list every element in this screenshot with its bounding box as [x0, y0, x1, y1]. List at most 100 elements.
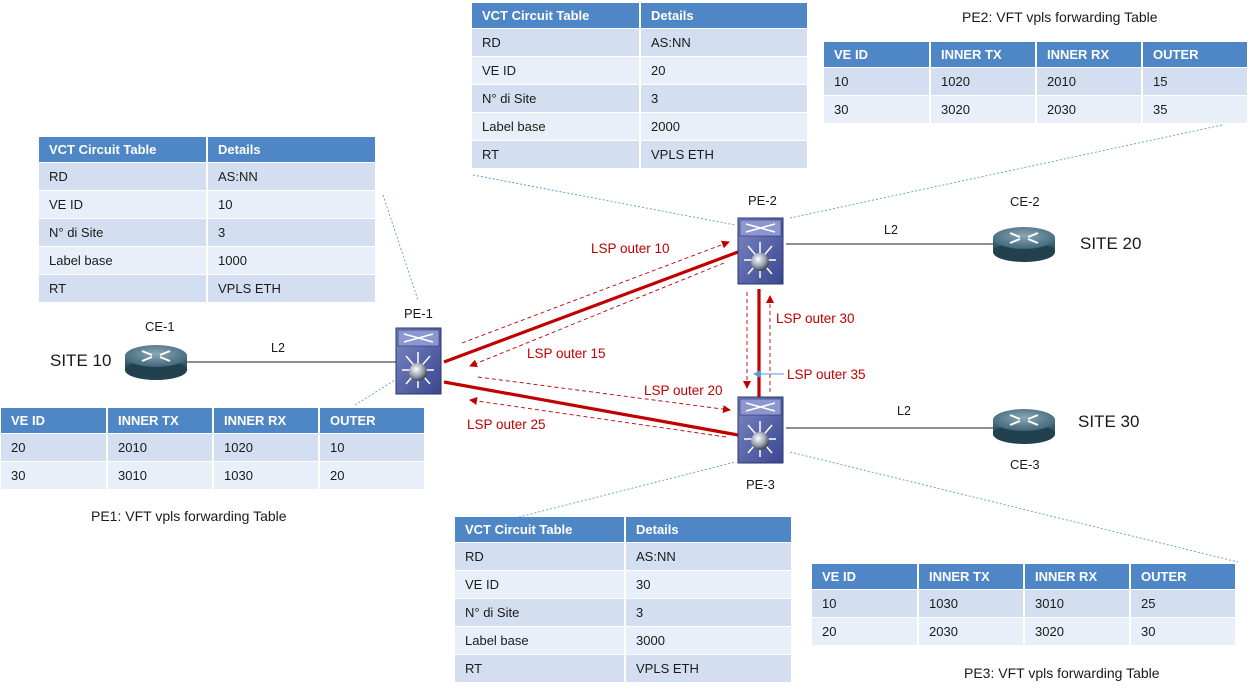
table-cell: 10 — [319, 433, 426, 462]
table-cell: 3020 — [1024, 617, 1131, 646]
column-header: Details — [625, 517, 793, 543]
pe2-vft-table: VE ID INNER TX INNER RX OUTER 10 1020 20… — [824, 42, 1249, 124]
pe3-vft-table: VE ID INNER TX INNER RX OUTER 10 1030 30… — [812, 564, 1237, 646]
table-cell: 1020 — [930, 67, 1037, 96]
table-cell: RT — [39, 274, 208, 303]
table-cell: RT — [472, 140, 641, 169]
table-cell: 35 — [1142, 95, 1249, 124]
table-cell: Label base — [39, 246, 208, 275]
table-header-row: VCT Circuit Table Details — [472, 3, 809, 29]
pe3-vft-caption: PE3: VFT vpls forwarding Table — [964, 665, 1160, 681]
l2-label-ce3: L2 — [897, 404, 911, 418]
table-cell: N° di Site — [39, 218, 208, 247]
site-10-label: SITE 10 — [50, 351, 112, 370]
switch-icon-pe1 — [395, 327, 442, 395]
table-cell: 1030 — [918, 589, 1025, 618]
column-header: INNER TX — [918, 564, 1025, 590]
table-cell: 3 — [625, 598, 793, 627]
table-row: 30 3010 1030 20 — [1, 461, 426, 490]
pe1-label: PE-1 — [404, 306, 433, 321]
lsp-arrow-outer20 — [477, 376, 731, 414]
table-header-row: VE ID INNER TX INNER RX OUTER — [812, 564, 1237, 590]
table-cell: 2030 — [918, 617, 1025, 646]
table-cell: 30 — [1, 461, 108, 490]
table-cell: VPLS ETH — [625, 654, 793, 683]
table-cell: 15 — [1142, 67, 1249, 96]
table-cell: 1030 — [213, 461, 320, 490]
column-header: VE ID — [1, 408, 108, 434]
router-icon-ce1 — [125, 345, 187, 380]
column-header: Details — [640, 3, 809, 29]
column-header: VCT Circuit Table — [39, 137, 208, 163]
table-cell: 10 — [824, 67, 931, 96]
table-row: 20 2010 1020 10 — [1, 433, 426, 462]
table-cell: RD — [472, 28, 641, 57]
table-cell: VE ID — [39, 190, 208, 219]
pe2-label: PE-2 — [748, 193, 777, 208]
ce3-label: CE-3 — [1010, 457, 1040, 472]
table-cell: 2010 — [1036, 67, 1143, 96]
lsp-outer20-label: LSP outer 20 — [644, 383, 723, 398]
lsp-arrow-outer25 — [469, 397, 727, 438]
leader-line-pe1-vct — [382, 194, 419, 301]
lsp-arrow-outer15 — [469, 262, 725, 368]
pe1-vft-caption: PE1: VFT vpls forwarding Table — [91, 508, 287, 524]
lsp-outer15-label: LSP outer 15 — [527, 346, 606, 361]
column-header: OUTER — [319, 408, 426, 434]
pe1-vft-table: VE ID INNER TX INNER RX OUTER 20 2010 10… — [1, 408, 426, 490]
l2-label-ce1: L2 — [271, 341, 285, 355]
table-row: 30 3020 2030 35 — [824, 95, 1249, 124]
lsp-outer35-label: LSP outer 35 — [787, 367, 866, 382]
lsp-arrow-outer10 — [461, 240, 730, 344]
table-cell: VPLS ETH — [207, 274, 377, 303]
column-header: INNER RX — [1024, 564, 1131, 590]
table-cell: RD — [455, 542, 626, 571]
table-cell: 3 — [640, 84, 809, 113]
table-header-row: VCT Circuit Table Details — [455, 517, 793, 543]
table-row: 20 2030 3020 30 — [812, 617, 1237, 646]
table-row: 10 1030 3010 25 — [812, 589, 1237, 618]
site-20-label: SITE 20 — [1080, 234, 1142, 253]
column-header: INNER TX — [107, 408, 214, 434]
table-cell: AS:NN — [625, 542, 793, 571]
column-header: VCT Circuit Table — [472, 3, 641, 29]
table-cell: 1000 — [207, 246, 377, 275]
lsp-outer10-label: LSP outer 10 — [591, 241, 670, 256]
leader-line-pe3-vft — [789, 451, 1239, 563]
table-cell: 3010 — [107, 461, 214, 490]
router-icon-ce3 — [993, 409, 1055, 444]
pe2-vft-caption: PE2: VFT vpls forwarding Table — [962, 9, 1158, 25]
table-cell: 3020 — [930, 95, 1037, 124]
table-cell: 2030 — [1036, 95, 1143, 124]
table-header-row: VE ID INNER TX INNER RX OUTER — [1, 408, 426, 434]
table-cell: 30 — [625, 570, 793, 599]
table-cell: VPLS ETH — [640, 140, 809, 169]
column-header: OUTER — [1130, 564, 1237, 590]
leader-line-pe3-vct — [514, 461, 736, 519]
table-cell: 30 — [824, 95, 931, 124]
pe3-label: PE-3 — [746, 477, 775, 492]
ce2-label: CE-2 — [1010, 194, 1040, 209]
column-header: VCT Circuit Table — [455, 517, 626, 543]
column-header: INNER TX — [930, 42, 1037, 68]
column-header: INNER RX — [213, 408, 320, 434]
table-cell: 3 — [207, 218, 377, 247]
table-cell: VE ID — [455, 570, 626, 599]
table-cell: 20 — [1, 433, 108, 462]
leader-line-pe2-vct — [472, 174, 736, 226]
table-header-row: VCT Circuit Table Details — [39, 137, 377, 163]
site-30-label: SITE 30 — [1078, 412, 1140, 431]
table-cell: 2010 — [107, 433, 214, 462]
table-cell: 20 — [319, 461, 426, 490]
